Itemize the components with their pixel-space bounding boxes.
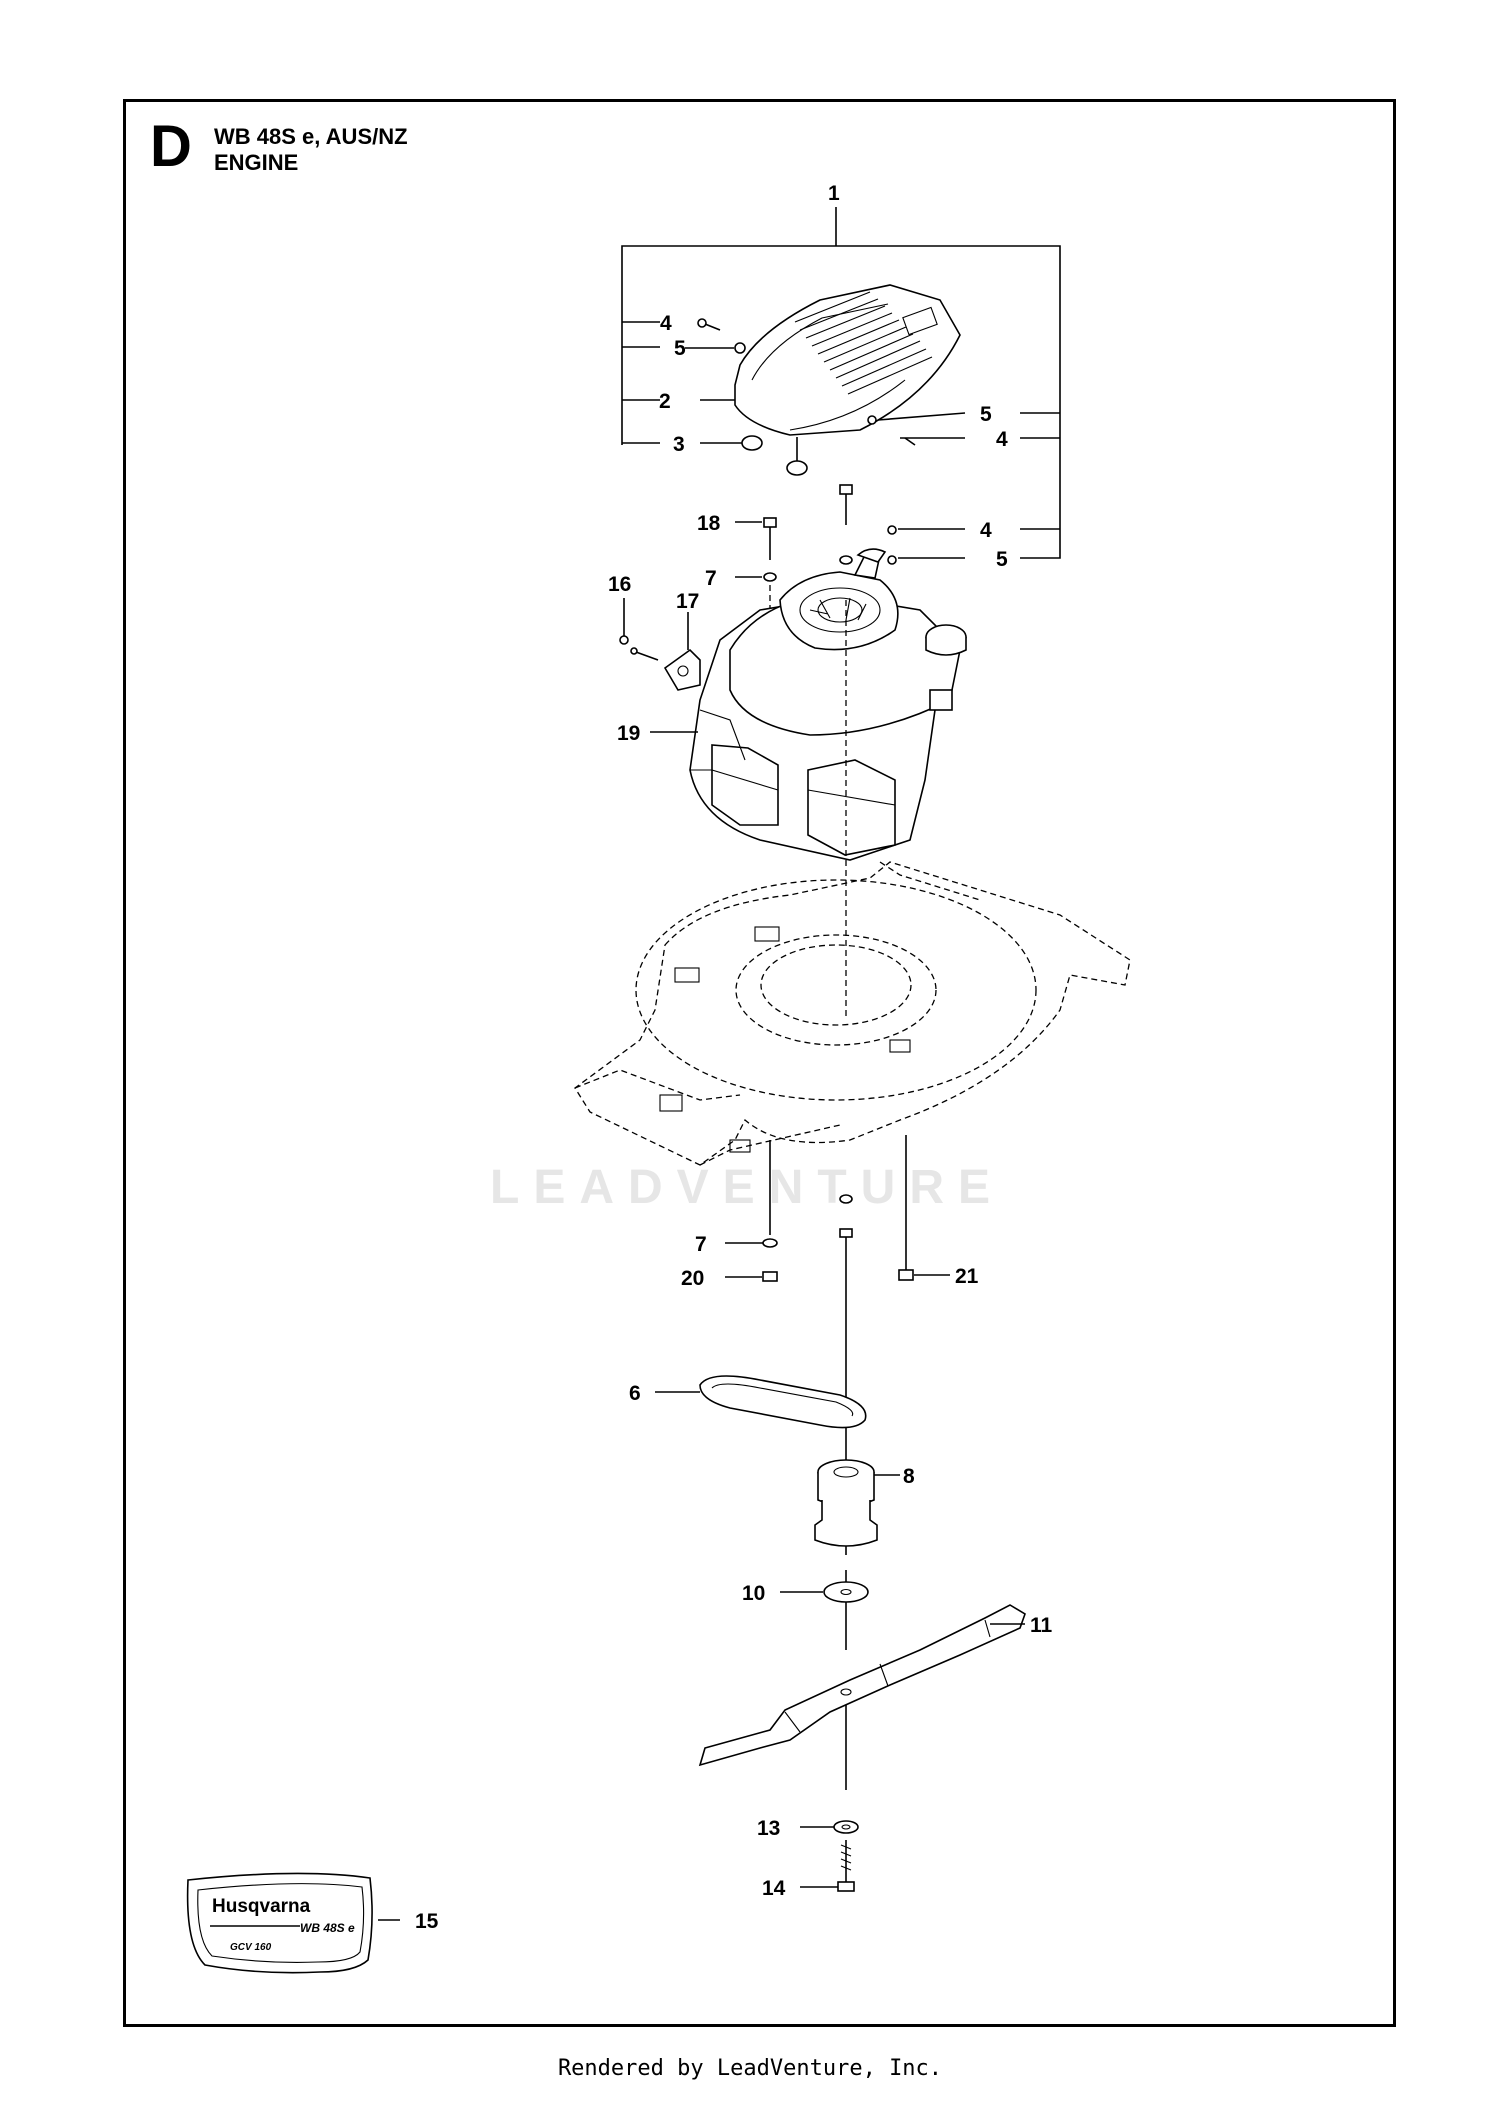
- center-washer: [839, 1194, 853, 1204]
- decal-brand: Husqvarna: [212, 1896, 311, 1917]
- callout-16: 16: [608, 573, 631, 596]
- callout-21: 21: [955, 1265, 979, 1288]
- cover-screw-4a: [697, 318, 721, 331]
- callout-5: 5: [996, 548, 1008, 571]
- callout-5: 5: [674, 337, 686, 360]
- section-letter: D: [150, 114, 192, 179]
- callout-7: 7: [695, 1233, 707, 1256]
- callout-15: 15: [415, 1910, 439, 1933]
- nut-20: [725, 1271, 778, 1282]
- callout-19: 19: [617, 722, 640, 745]
- callout-4: 4: [980, 519, 992, 542]
- callout-6: 6: [629, 1382, 641, 1405]
- callout-10: 10: [742, 1582, 765, 1605]
- washer-7-lower: [725, 1140, 778, 1248]
- blade-bolt: [800, 1840, 855, 1892]
- screw-16: [619, 598, 659, 661]
- bolt-washer: [800, 1820, 859, 1834]
- engine-cover: [734, 284, 961, 436]
- cover-washer-5b: [867, 415, 877, 425]
- engine-bolt-18: [735, 517, 777, 560]
- engine: [689, 548, 967, 861]
- callout-4: 4: [996, 428, 1008, 451]
- decal-engine: GCV 160: [230, 1942, 272, 1953]
- decal: [186, 1872, 400, 1974]
- callout-11: 11: [1030, 1614, 1053, 1637]
- blade-washer: [780, 1581, 869, 1603]
- callout-13: 13: [757, 1817, 780, 1840]
- washer-7-upper: [735, 572, 777, 582]
- bracket-17: [663, 612, 701, 691]
- callout-5: 5: [980, 403, 992, 426]
- section-title: ENGINE: [214, 150, 299, 175]
- cover-nut-3: [741, 435, 808, 476]
- callout-3: 3: [673, 433, 685, 456]
- drive-belt: [655, 1375, 867, 1429]
- callout-2: 2: [659, 390, 671, 413]
- footer-credit: Rendered by LeadVenture, Inc.: [557, 2056, 943, 2081]
- callout-1: 1: [828, 182, 840, 205]
- blade-hub: [814, 1459, 900, 1547]
- callout-20: 20: [681, 1267, 704, 1290]
- callout-4: 4: [660, 312, 672, 335]
- screw-4c: [887, 525, 965, 535]
- bolt-21: [898, 1135, 950, 1281]
- washer-5c: [887, 555, 965, 565]
- callout-group-1: [621, 207, 1061, 559]
- callout-8: 8: [903, 1465, 915, 1488]
- callout-17: 17: [676, 590, 699, 613]
- model-title: WB 48S e, AUS/NZ: [214, 124, 408, 149]
- callout-7: 7: [705, 567, 717, 590]
- callout-18: 18: [697, 512, 721, 535]
- center-nut: [839, 1228, 853, 1238]
- decal-model: WB 48S e: [300, 1921, 355, 1935]
- callout-14: 14: [762, 1877, 786, 1900]
- diagram-frame: [123, 99, 1396, 2027]
- blade: [698, 1604, 1026, 1767]
- mower-deck: [574, 861, 1131, 1166]
- cover-washer-5a: [734, 342, 746, 354]
- engine-bolt-top: [839, 484, 853, 565]
